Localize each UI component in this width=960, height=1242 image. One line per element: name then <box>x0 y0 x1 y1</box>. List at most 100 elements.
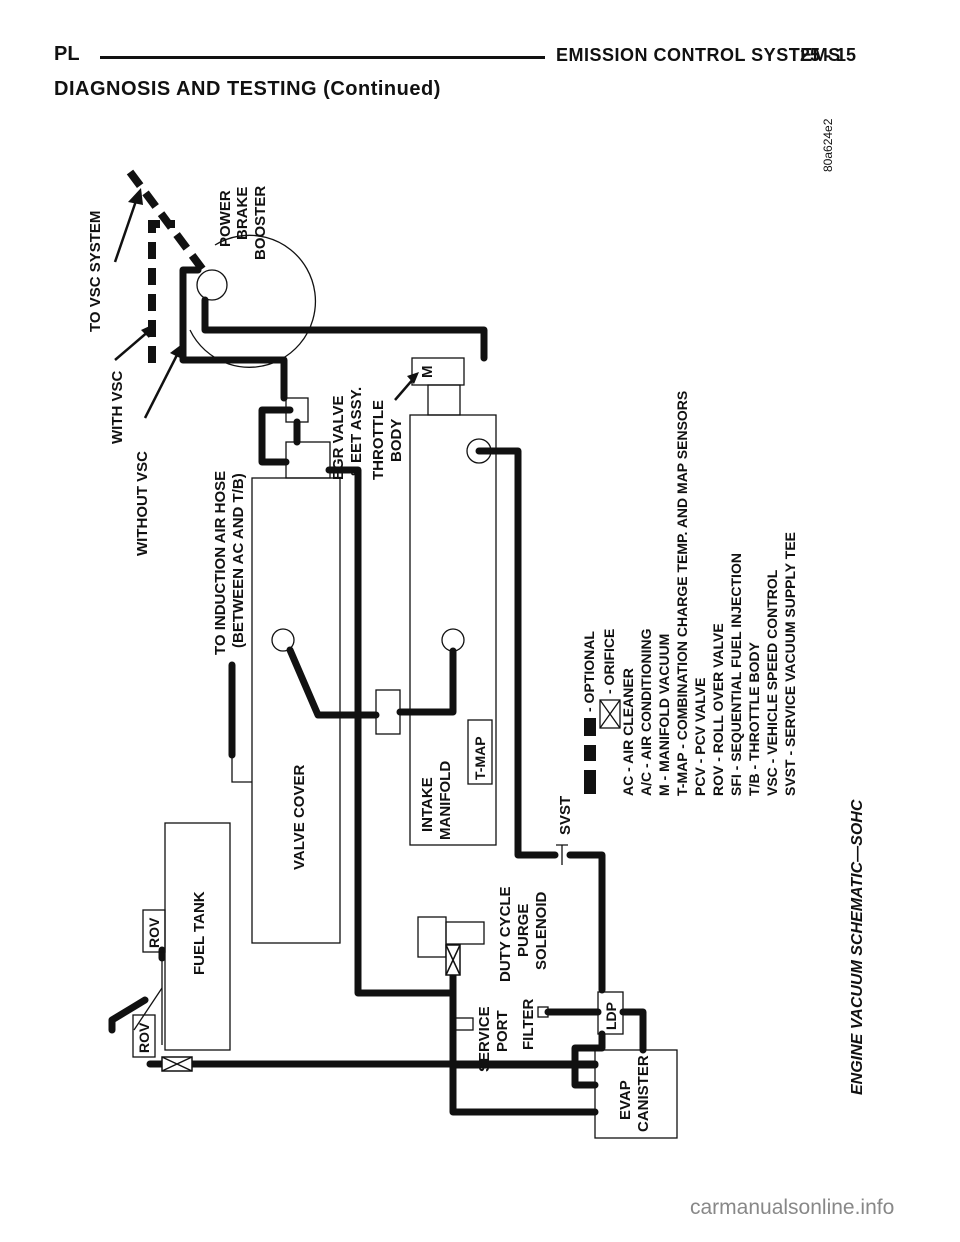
label-throttle: THROTTLE <box>370 400 387 480</box>
orifices <box>161 944 461 1072</box>
label-rov-top: ROV <box>146 917 162 948</box>
booster-port <box>196 269 228 301</box>
svst-tee <box>556 844 568 865</box>
hose-rov <box>108 996 149 1034</box>
evap-canister-box <box>594 1049 678 1139</box>
figure-id: 80a624e2 <box>821 118 835 172</box>
rov-top-frame <box>142 909 166 953</box>
label-rov-left: ROV <box>136 1022 152 1053</box>
arrow-head-with-vsc <box>141 324 154 338</box>
rov-left-frame <box>132 1014 156 1058</box>
label-power: POWER <box>217 190 234 247</box>
arrow-head-throttle <box>407 372 419 384</box>
leader-throttle <box>394 377 415 401</box>
leader-without-vsc <box>143 352 180 419</box>
arrow-heads <box>128 188 419 384</box>
watermark: carmanualsonline.info <box>690 1196 895 1219</box>
valve-cover-port <box>271 628 295 652</box>
leader-with-vsc <box>114 329 151 361</box>
hose-ldp-right <box>619 1008 647 1054</box>
header-rule <box>100 56 545 59</box>
hose-ldp-to-canister <box>571 1030 606 1089</box>
arrow-head-without-vsc <box>170 344 182 358</box>
purge-solenoid-body <box>417 916 447 958</box>
orifice-purge-x <box>445 944 461 976</box>
figure-caption: ENGINE VACUUM SCHEMATIC—SOHC <box>849 799 866 1095</box>
label-duty-cycle: DUTY CYCLE <box>497 886 514 982</box>
hose-manifold <box>396 647 457 716</box>
label-valve-cover: VALVE COVER <box>291 765 308 870</box>
legend-line-10: VSC - VEHICLE SPEED CONTROL <box>764 569 780 796</box>
label-evap: EVAP <box>617 1080 634 1120</box>
optional-hoses <box>126 169 207 363</box>
label-port: PORT <box>494 1010 511 1052</box>
legend-line-0: - OPTIONAL <box>581 631 597 712</box>
label-fuel-tank: FUEL TANK <box>191 891 208 975</box>
hose-throttle-to-svst <box>475 447 559 859</box>
legend-dash-2 <box>584 745 596 761</box>
orifice-fuel-line-x <box>161 1056 193 1072</box>
service-port-box <box>454 1017 474 1031</box>
hose-booster <box>201 296 488 362</box>
optional-hose-with-vsc <box>148 220 175 363</box>
legend-line-4: M - MANIFOLD VACUUM <box>656 634 672 796</box>
leader-lines <box>113 197 415 419</box>
legend-line-9: T/B - THROTTLE BODY <box>746 641 762 796</box>
label-intake: INTAKE <box>419 777 436 832</box>
label-solenoid: SOLENOID <box>533 891 550 970</box>
label-induction-hose-1: TO INDUCTION AIR HOSE <box>212 471 229 655</box>
legend-line-5: T-MAP - COMBINATION CHARGE TEMP. AND MAP… <box>674 391 690 796</box>
legend-dash-1 <box>584 770 596 794</box>
legend: - OPTIONAL - ORIFICE AC - AIR CLEANER A/… <box>581 391 798 796</box>
legend-line-8: SFI - SEQUENTIAL FUEL INJECTION <box>728 553 744 796</box>
optional-hose-to-vsc <box>126 169 207 273</box>
induction-lead <box>231 755 252 783</box>
section-code: PL <box>54 43 80 65</box>
label-svst: SVST <box>557 796 574 835</box>
t-map-box <box>467 719 493 785</box>
arrow-head-vsc <box>128 188 143 205</box>
label-filter: FILTER <box>520 998 537 1050</box>
label-booster: BOOSTER <box>252 186 269 260</box>
hose-egr <box>258 406 294 466</box>
section-subtitle: DIAGNOSIS AND TESTING (Continued) <box>54 78 441 100</box>
legend-line-7: ROV - ROLL OVER VALVE <box>710 623 726 796</box>
throttle-body-box <box>427 384 461 416</box>
valve-cover-box <box>251 477 341 944</box>
labels: TO VSC SYSTEM WITH VSC WITHOUT VSC POWER… <box>87 186 652 1132</box>
label-with-vsc: WITH VSC <box>109 371 126 444</box>
hose-without-vsc <box>179 266 288 402</box>
legend-line-2: AC - AIR CLEANER <box>620 668 636 796</box>
label-ldp: LDP <box>603 1002 619 1030</box>
label-t-map: T-MAP <box>472 736 488 780</box>
sensor-block <box>375 689 401 735</box>
chapter-title: EMISSION CONTROL SYSTEMS <box>556 45 841 65</box>
label-m: M <box>419 366 436 379</box>
rov-lead-2 <box>133 987 163 1031</box>
legend-optional-symbol <box>584 718 596 794</box>
label-egr-eet: & EET ASSY. <box>348 387 365 478</box>
label-body: BODY <box>388 419 405 462</box>
hose-valve-cover <box>286 646 380 719</box>
vacuum-hoses <box>108 266 647 1116</box>
legend-dash-3 <box>584 718 596 736</box>
label-brake: BRAKE <box>234 187 251 240</box>
legend-line-3: A/C - AIR CONDITIONING <box>638 628 654 796</box>
label-purge: PURGE <box>515 904 532 957</box>
label-induction-hose-2: (BETWEEN AC AND T/B) <box>230 473 247 648</box>
legend-orifice-symbol <box>599 699 621 729</box>
hose-egr-to-purge <box>325 466 457 997</box>
legend-line-1: - ORIFICE <box>601 629 617 694</box>
hose-svst-to-ldp <box>566 851 606 994</box>
purge-solenoid-cap <box>445 921 485 945</box>
egr-lower-box <box>285 441 331 479</box>
legend-orifice-x <box>599 699 621 729</box>
leader-to-vsc <box>113 197 139 263</box>
label-egr-valve: EGR VALVE <box>330 396 347 480</box>
label-to-vsc-system: TO VSC SYSTEM <box>87 211 104 332</box>
legend-line-11: SVST - SERVICE VACUUM SUPPLY TEE <box>782 532 798 796</box>
legend-line-6: PCV - PCV VALVE <box>692 677 708 796</box>
label-without-vsc: WITHOUT VSC <box>134 451 151 556</box>
page-number: 25 - 15 <box>800 45 857 65</box>
